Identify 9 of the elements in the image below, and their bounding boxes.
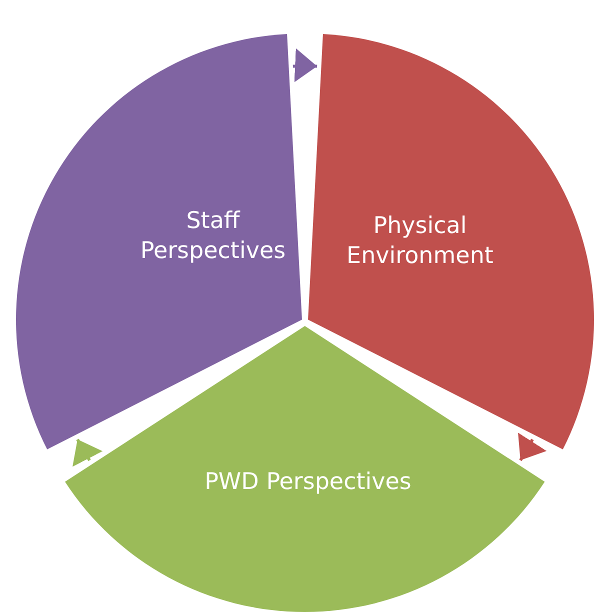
arrow: [292, 48, 318, 82]
segment-label: PWD Perspectives: [204, 468, 412, 497]
cycle-segment: [16, 34, 302, 450]
arrow: [518, 432, 546, 462]
cycle-segment: [308, 34, 594, 450]
cycle-segment: [65, 326, 545, 612]
segment-label: Staff Perspectives: [139, 206, 287, 266]
segment-label: Physical Environment: [346, 212, 494, 271]
arrow: [72, 438, 103, 467]
